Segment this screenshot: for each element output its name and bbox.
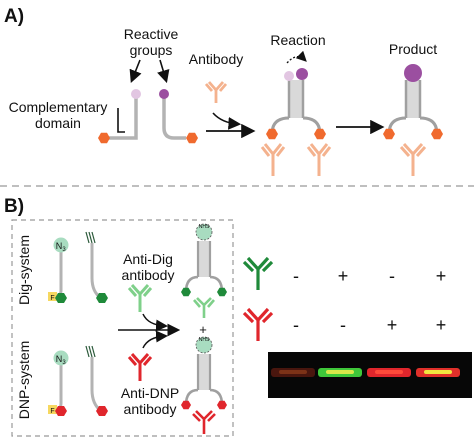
dnp-azide-sub: 3	[62, 360, 66, 366]
product-hex-left-icon	[383, 128, 395, 140]
dig-curve-arrow	[142, 313, 168, 332]
hexagon-left-icon	[98, 132, 110, 144]
dig-system-label: Dig-system	[16, 235, 32, 305]
reactive-arrow-right	[157, 59, 170, 84]
dnp-nhs-icon	[195, 336, 213, 354]
hexagon-right-icon	[186, 132, 198, 144]
reactive-group-light-icon	[131, 89, 141, 99]
product-label: Product	[389, 41, 437, 57]
reactive-groups-label-line1: Reactive	[124, 26, 179, 42]
red-antibody-key-icon	[242, 307, 274, 341]
anti-dig-antibody-icon	[127, 284, 153, 312]
antibody-label: Antibody	[189, 51, 243, 67]
anti-dig-label-line2: antibody	[122, 267, 175, 283]
dnp-nhs-label: NHS	[199, 337, 210, 343]
dnp-fluorophore-icon	[48, 405, 57, 414]
complementary-label-line1: Complementary	[9, 99, 108, 115]
dnp-product-hex-left-icon	[181, 400, 191, 410]
panel-a-letter: A)	[4, 6, 24, 27]
green-row-sign-2: +	[338, 266, 349, 286]
dig-hex-right-icon	[96, 293, 108, 303]
gel-bands	[271, 368, 460, 377]
dnp-azide-label: N	[56, 354, 63, 364]
plus-between: +	[199, 322, 207, 337]
dig-strand-right	[90, 243, 102, 300]
dnp-hex-right-icon	[96, 406, 108, 416]
dnp-azide-icon	[53, 350, 69, 366]
product-antibody-icon	[399, 142, 427, 176]
reaction-dashed-arrow	[286, 50, 307, 64]
dig-product-antibody-icon	[193, 297, 215, 318]
red-row-sign-2: -	[340, 315, 346, 335]
nhs-icon	[195, 223, 213, 241]
dnp-system-label: DNP-system	[16, 341, 32, 420]
panel-b-box	[11, 219, 234, 437]
fluorophore-label: F	[50, 295, 54, 302]
dnp-fluorophore-label: F	[50, 408, 54, 415]
gel-band-core-4	[424, 370, 452, 374]
dig-product-duplex	[197, 241, 211, 277]
red-row-sign-4: +	[436, 315, 447, 335]
dnp-product-duplex	[197, 354, 211, 390]
green-row-sign-3: -	[389, 266, 395, 286]
green-row-sign-4: +	[436, 266, 447, 286]
anti-dnp-antibody-icon	[127, 353, 153, 381]
dig-hex-left-icon	[55, 293, 67, 303]
product-joined-icon	[404, 64, 422, 82]
azide-icon	[53, 237, 69, 253]
gel-band-core-2	[326, 370, 354, 374]
panel-b-letter: B)	[4, 196, 24, 217]
reaction-dark-icon	[296, 68, 308, 80]
dnp-product-hex-right-icon	[217, 400, 227, 410]
dig-strand-left	[53, 251, 63, 300]
anti-dnp-label-line2: antibody	[124, 401, 177, 417]
reactive-groups-label-line2: groups	[130, 42, 173, 58]
dnp-curve-arrow	[142, 330, 168, 349]
red-row-sign-1: -	[293, 315, 299, 335]
gel-band-core-3	[375, 370, 403, 374]
dnp-hex-left-icon	[55, 406, 67, 416]
sign-rows: - + - + - - + +	[293, 266, 446, 335]
green-row-sign-1: -	[293, 266, 299, 286]
anti-dig-label-line1: Anti-Dig	[123, 251, 173, 267]
reactive-group-dark-icon	[159, 89, 169, 99]
product-hex-right-icon	[431, 128, 443, 140]
reaction-light-icon	[284, 71, 294, 81]
gel-band-core-1	[279, 370, 307, 374]
antibody-arrow	[212, 112, 242, 130]
reaction-antibody-left-icon	[260, 143, 286, 176]
strand-right	[162, 98, 186, 140]
green-antibody-key-icon	[242, 256, 274, 290]
dnp-product-antibody-icon	[192, 410, 216, 434]
alkyne-icon	[85, 231, 96, 244]
dnp-alkyne-icon	[85, 345, 96, 358]
reactive-arrow-left	[129, 59, 142, 83]
product-duplex	[405, 80, 421, 118]
nhs-label: NHS	[199, 224, 210, 230]
anti-dnp-label-line1: Anti-DNP	[121, 385, 179, 401]
fluorophore-icon	[48, 292, 57, 301]
reaction-duplex	[288, 80, 304, 118]
antibody-icon	[204, 81, 228, 103]
dig-product-hex-left-icon	[181, 287, 191, 297]
reaction-label: Reaction	[270, 32, 325, 48]
dnp-strand-right	[90, 357, 102, 413]
complementary-bracket	[117, 108, 125, 133]
reaction-hex-right-icon	[314, 128, 326, 140]
red-row-sign-3: +	[387, 315, 398, 335]
reaction-hex-left-icon	[266, 128, 278, 140]
azide-sub: 3	[62, 247, 66, 253]
dnp-strand-left	[53, 365, 63, 413]
azide-label: N	[56, 241, 63, 251]
complementary-label-line2: domain	[35, 115, 81, 131]
reaction-antibody-right-icon	[306, 143, 332, 176]
dig-product-hex-right-icon	[217, 287, 227, 297]
